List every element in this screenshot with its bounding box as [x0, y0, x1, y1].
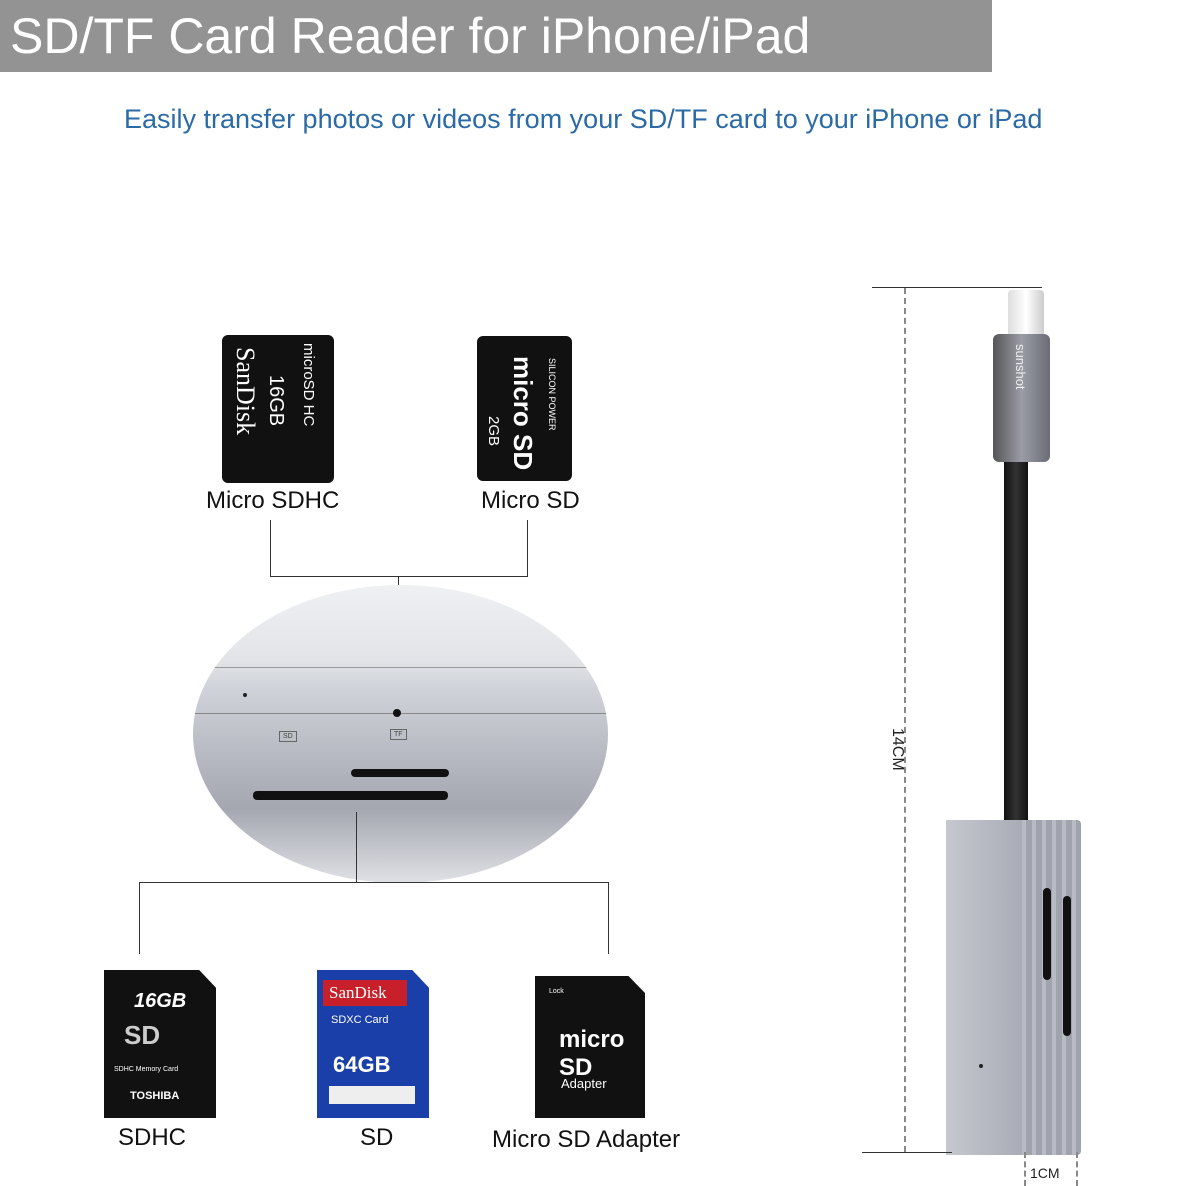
- micro-sdhc-label: Micro SDHC: [206, 487, 340, 514]
- width-dimension: 1CM: [1030, 1165, 1060, 1181]
- card-capacity: 16GB: [134, 990, 187, 1012]
- micro-sdhc-card: SanDisk 16GB microSD HC: [222, 335, 334, 483]
- card-type: microSD HC: [300, 343, 317, 427]
- sd-card: SanDisk SDXC Card 64GB: [317, 970, 429, 1118]
- card-brand: TOSHIBA: [130, 1090, 180, 1102]
- tf-slot: [351, 769, 449, 777]
- lock-label: Lock: [549, 988, 564, 995]
- card-brand: SanDisk: [323, 980, 407, 1006]
- micro-sd-label: Micro SD: [481, 487, 580, 514]
- reader-closeup: SD TF: [193, 585, 608, 883]
- card-capacity: 2GB: [485, 416, 502, 447]
- length-dimension: 14CM: [889, 728, 906, 771]
- card-brand: SanDisk: [231, 347, 260, 436]
- micro-sd-card: 2GB micro SD SILICON POWER: [477, 336, 572, 481]
- sd-slot: [253, 791, 448, 800]
- cable: [1004, 462, 1028, 822]
- card-brand: SILICON POWER: [547, 358, 557, 431]
- brand-text: sunshot: [1013, 344, 1028, 390]
- tf-slot-label: TF: [390, 729, 407, 740]
- subtitle: Easily transfer photos or videos from yo…: [124, 104, 1043, 134]
- card-type: SDXC Card: [331, 1014, 389, 1026]
- lightning-plug: [1008, 290, 1044, 336]
- sdhc-card: 16GB SD SDHC Memory Card TOSHIBA: [104, 970, 216, 1118]
- card-capacity: 16GB: [265, 375, 287, 427]
- card-type: micro SD: [508, 356, 538, 471]
- reader-body: [946, 820, 1081, 1155]
- connector-housing: sunshot: [993, 334, 1050, 462]
- card-type: micro SD: [559, 1026, 625, 1081]
- sd-slot-label: SD: [279, 731, 297, 742]
- micro-sd-adapter: Lock micro SD Adapter: [535, 976, 645, 1118]
- card-capacity: 64GB: [333, 1052, 391, 1077]
- micro-sd-adapter-label: Micro SD Adapter: [492, 1126, 681, 1153]
- sd-label: SD: [360, 1124, 394, 1151]
- card-type: SDHC Memory Card: [114, 1066, 179, 1073]
- title-banner: SD/TF Card Reader for iPhone/iPad: [0, 0, 992, 72]
- adapter-text: Adapter: [561, 1076, 607, 1091]
- sdhc-label: SDHC: [118, 1124, 187, 1151]
